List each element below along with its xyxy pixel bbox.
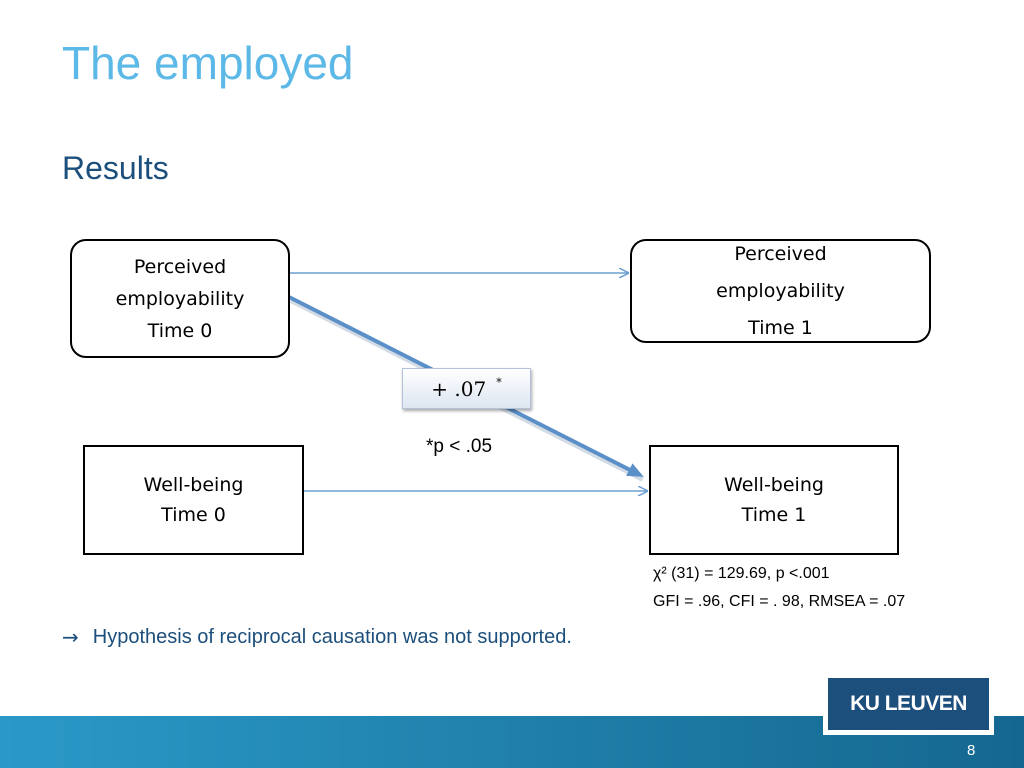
box-label: employability: [115, 287, 245, 310]
conclusion-text: Hypothesis of reciprocal causation was n…: [92, 625, 572, 648]
ku-leuven-logo: KU LEUVEN: [823, 673, 994, 735]
box-label: Time 0: [147, 319, 213, 342]
box-label: Perceived: [734, 242, 827, 265]
fit-statistic-indices: GFI = .96, CFI = . 98, RMSEA = .07: [653, 593, 906, 610]
box-label: Time 1: [741, 504, 807, 526]
box-label: Time 1: [748, 316, 813, 339]
box-well-being-time0: Well-being Time 0: [83, 445, 304, 555]
significance-marker: *: [496, 376, 502, 389]
coefficient-value: + .07: [431, 376, 487, 401]
conclusion: → Hypothesis of reciprocal causation was…: [62, 625, 572, 649]
arrow-right-icon: →: [62, 625, 79, 649]
box-perceived-employability-time0: Perceived employability Time 0: [70, 239, 290, 358]
box-label: Time 0: [161, 504, 226, 526]
slide-subtitle: Results: [62, 150, 169, 186]
box-label: Perceived: [133, 255, 227, 278]
box-label: Well-being: [143, 474, 244, 496]
box-label: employability: [716, 279, 845, 302]
box-label: Well-being: [724, 474, 824, 496]
page-number: 8: [967, 742, 976, 759]
box-perceived-employability-time1: Perceived employability Time 1: [630, 239, 931, 343]
box-well-being-time1: Well-being Time 1: [649, 445, 899, 555]
logo-text: KU LEUVEN: [828, 678, 989, 730]
slide-title: The employed: [62, 37, 354, 89]
fit-statistic-chi-square: χ² (31) = 129.69, p <.001: [653, 565, 830, 582]
significance-note: *p < .05: [426, 436, 493, 457]
coefficient-label: + .07 *: [402, 368, 531, 409]
